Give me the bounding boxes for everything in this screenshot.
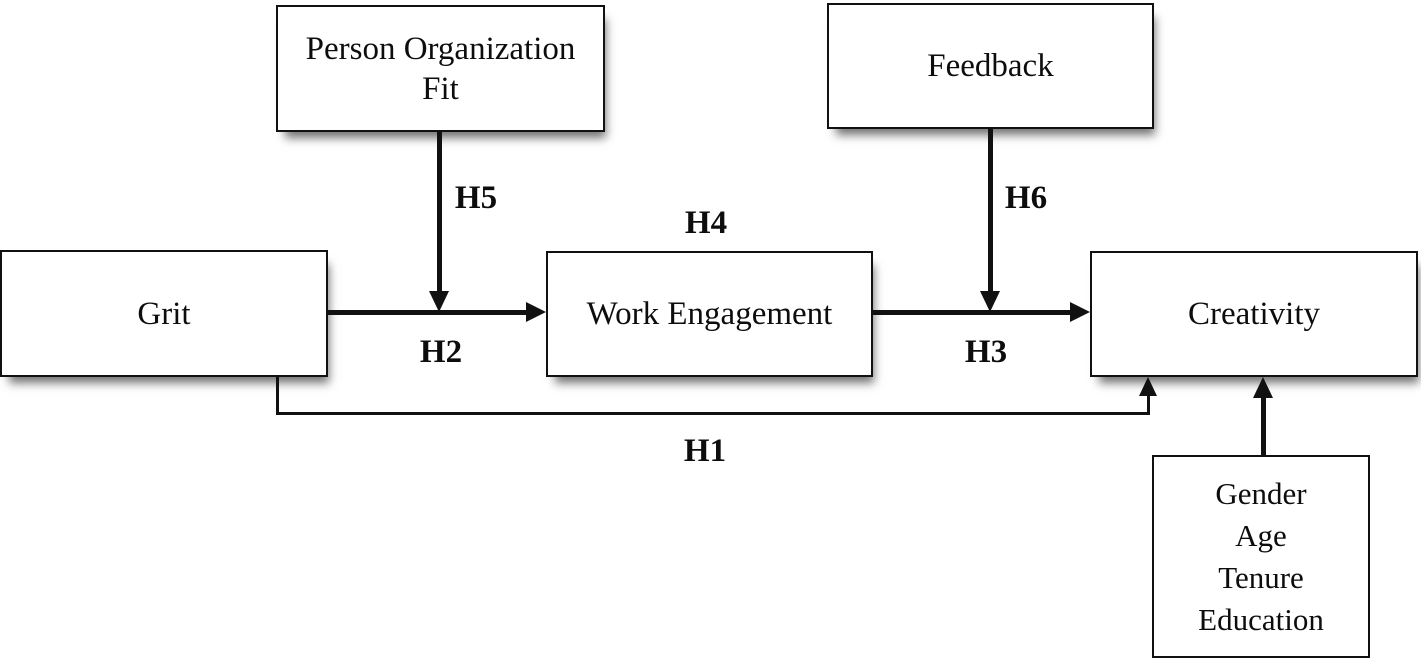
feedback-box: Feedback bbox=[827, 3, 1154, 129]
h5-arrow-shaft bbox=[437, 131, 442, 292]
h1-arrowhead-up-icon bbox=[1139, 377, 1157, 396]
h2-arrowhead-right-icon bbox=[526, 302, 546, 322]
h6-arrowhead-down-icon bbox=[980, 291, 1000, 312]
feedback-label: Feedback bbox=[927, 48, 1054, 84]
h1-label: H1 bbox=[683, 433, 727, 469]
control-variables-box: Gender Age Tenure Education bbox=[1152, 455, 1370, 658]
h6-arrow-shaft bbox=[988, 128, 993, 292]
h3-arrowhead-right-icon bbox=[1070, 302, 1090, 322]
h3-arrow-shaft bbox=[873, 310, 1072, 315]
control-tenure-label: Tenure bbox=[1218, 559, 1304, 595]
h6-label: H6 bbox=[1004, 180, 1048, 216]
creativity-label: Creativity bbox=[1188, 296, 1320, 332]
creativity-box: Creativity bbox=[1090, 251, 1418, 377]
person-organization-fit-box: Person Organization Fit bbox=[276, 5, 605, 132]
h4-label: H4 bbox=[684, 205, 728, 241]
person-organization-fit-label-line1: Person Organization bbox=[305, 30, 576, 67]
controls-arrow-shaft bbox=[1261, 396, 1266, 456]
control-age-label: Age bbox=[1235, 517, 1287, 553]
h5-label: H5 bbox=[454, 180, 498, 216]
control-gender-label: Gender bbox=[1215, 475, 1307, 511]
h1-path-vertical-left bbox=[276, 377, 279, 415]
h2-arrow-shaft bbox=[327, 310, 528, 315]
grit-box: Grit bbox=[0, 250, 328, 377]
work-engagement-label: Work Engagement bbox=[586, 296, 833, 332]
h1-path-horizontal bbox=[276, 412, 1150, 415]
h3-label: H3 bbox=[964, 334, 1008, 370]
grit-label: Grit bbox=[137, 295, 191, 332]
work-engagement-box: Work Engagement bbox=[546, 251, 873, 377]
person-organization-fit-label-line2: Fit bbox=[422, 70, 459, 107]
controls-arrowhead-up-icon bbox=[1253, 377, 1273, 398]
control-education-label: Education bbox=[1198, 601, 1324, 637]
h1-path-vertical-right bbox=[1147, 394, 1150, 415]
h5-arrowhead-down-icon bbox=[429, 291, 449, 312]
h2-label: H2 bbox=[419, 334, 463, 370]
